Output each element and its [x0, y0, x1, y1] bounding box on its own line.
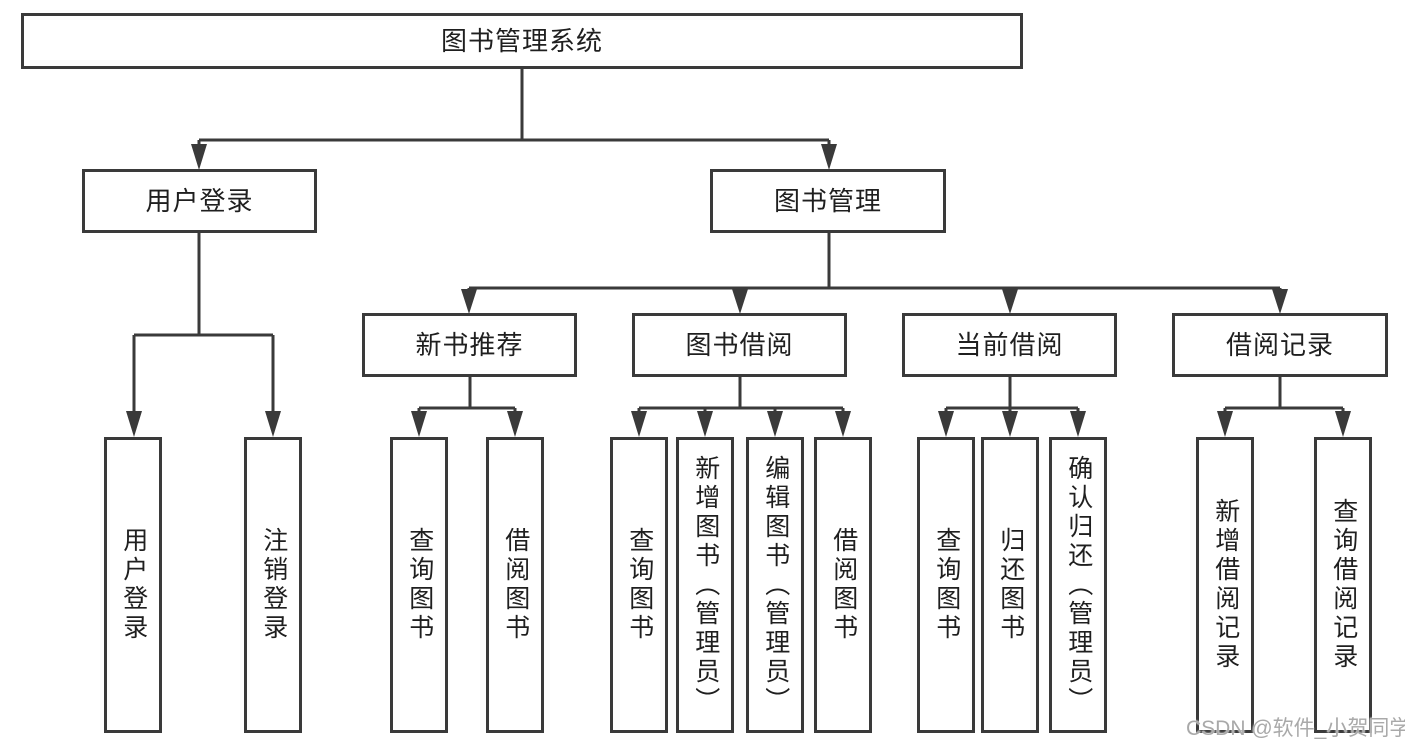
- node-leaf-user-login: 用户登录: [104, 437, 162, 733]
- csdn-watermark: CSDN @软件_小贺同学: [1186, 717, 1405, 740]
- node-user-login: 用户登录: [82, 169, 317, 233]
- node-borrowing-records: 借阅记录: [1172, 313, 1388, 377]
- node-leaf-add-borrow-record: 新增借阅记录: [1196, 437, 1254, 733]
- node-library-system: 图书管理系统: [21, 13, 1023, 69]
- node-current-borrowing: 当前借阅: [902, 313, 1117, 377]
- node-leaf-query-borrow-record: 查询借阅记录: [1314, 437, 1372, 733]
- node-leaf-borrow-books-recommend: 借阅图书: [486, 437, 544, 733]
- node-leaf-edit-books-admin: 编辑图书（管理员）: [746, 437, 804, 733]
- node-leaf-add-books-admin: 新增图书（管理员）: [676, 437, 734, 733]
- node-book-borrowing: 图书借阅: [632, 313, 847, 377]
- node-leaf-query-books-recommend: 查询图书: [390, 437, 448, 733]
- node-new-book-recommend: 新书推荐: [362, 313, 577, 377]
- node-leaf-return-books: 归还图书: [981, 437, 1039, 733]
- node-leaf-confirm-return-admin: 确认归还（管理员）: [1049, 437, 1107, 733]
- node-leaf-query-books-borrow: 查询图书: [610, 437, 668, 733]
- node-book-management: 图书管理: [710, 169, 946, 233]
- node-leaf-logout: 注销登录: [244, 437, 302, 733]
- node-leaf-query-books-current: 查询图书: [917, 437, 975, 733]
- node-leaf-borrow-books: 借阅图书: [814, 437, 872, 733]
